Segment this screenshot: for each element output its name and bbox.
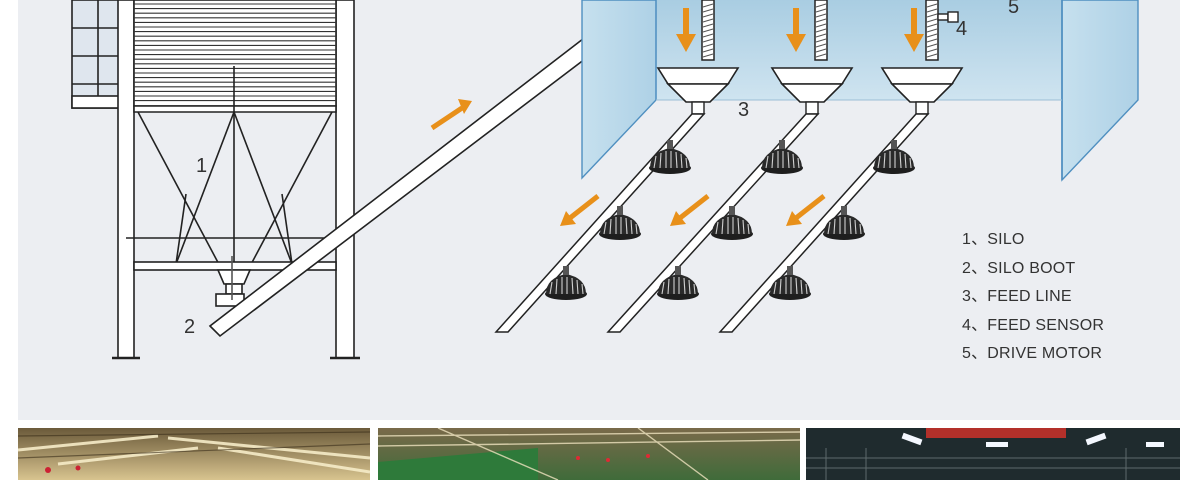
house-photo-1: [18, 428, 370, 480]
house-photo-2: [378, 428, 800, 480]
page-margin-right: [1180, 0, 1200, 480]
legend-item-drive-motor: 5、DRIVE MOTOR: [962, 340, 1152, 369]
photo-strip-divider: [18, 420, 1180, 428]
feed-sensor: [938, 12, 958, 22]
legend-item-feed-line: 3、FEED LINE: [962, 283, 1152, 312]
callout-feed-sensor: 4: [956, 18, 967, 40]
callout-silo: 1: [196, 155, 207, 177]
legend: 1、SILO 2、SILO BOOT 3、FEED LINE 4、FEED SE…: [962, 226, 1152, 369]
legend-item-feed-sensor: 4、FEED SENSOR: [962, 312, 1152, 341]
legend-item-silo: 1、SILO: [962, 226, 1152, 255]
house-photo-3: [806, 428, 1180, 480]
callout-feed-line: 3: [738, 99, 749, 121]
callout-silo-boot: 2: [184, 316, 195, 338]
callout-drive-motor: 5: [1008, 0, 1019, 18]
legend-item-silo-boot: 2、SILO BOOT: [962, 255, 1152, 284]
